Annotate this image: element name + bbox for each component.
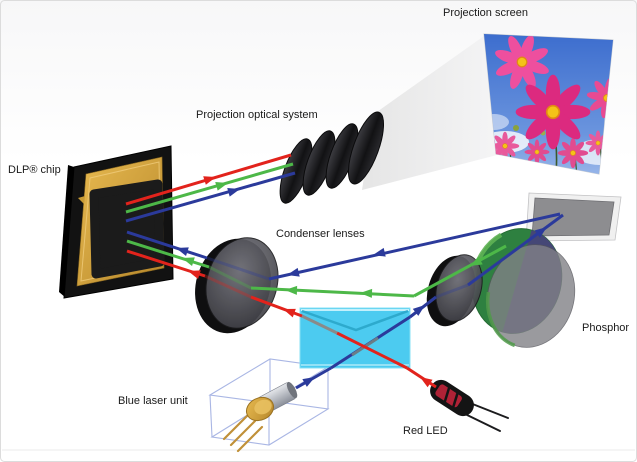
dlp-chip [59,145,174,299]
dlp-chip-corner-mark [78,196,85,204]
red-led-lead-wire [469,402,509,419]
label-projection-optical-system: Projection optical system [196,109,318,121]
label-condenser-lenses: Condenser lenses [276,228,365,240]
blue-laser-unit [208,358,330,453]
red-led-lead-wire [462,412,501,432]
phosphor-wheel-face [486,244,576,348]
projection-optical-system-lenses [279,111,385,204]
beam-green-phosphor-path [126,239,507,298]
beam-arrowheads [176,176,547,388]
labels: Projection screen Projection optical sys… [8,7,629,437]
beam-blue-chip-to-projection [125,171,296,223]
dichroic-prism-block [299,307,411,369]
label-blue-laser-unit: Blue laser unit [118,395,188,407]
beam-green-chip-to-projection [125,162,294,214]
label-red-led: Red LED [403,425,448,437]
label-phosphor: Phosphor [582,322,629,334]
laser-diode [222,381,298,453]
projection-light-cone [362,36,497,190]
label-dlp-chip: DLP® chip [8,164,61,176]
condenser-lens-1 [195,237,279,334]
fold-mirror [525,192,622,242]
dichroic-coating-v [301,309,409,332]
label-projection-screen: Projection screen [443,7,528,19]
red-led [430,379,509,432]
phosphor-wheel [470,228,576,348]
